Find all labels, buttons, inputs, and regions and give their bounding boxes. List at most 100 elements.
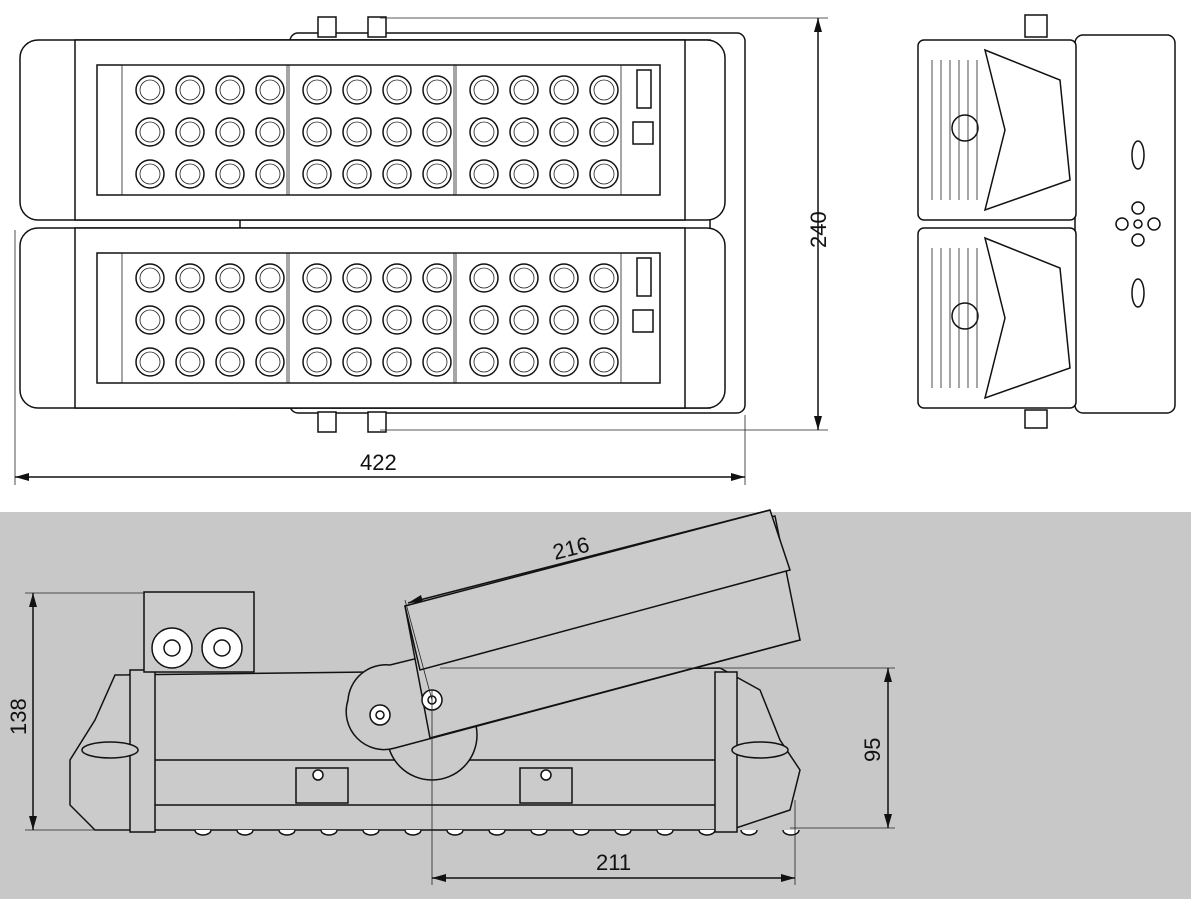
dimension-label-95: 95 bbox=[860, 738, 885, 762]
led-bump bbox=[740, 829, 758, 836]
led-group bbox=[288, 252, 455, 384]
led-lens-inner bbox=[386, 121, 408, 143]
led-lens-inner bbox=[139, 267, 161, 289]
led-bump bbox=[362, 829, 380, 836]
led-lens-inner bbox=[346, 351, 368, 373]
led-lens-inner bbox=[259, 309, 281, 331]
led-bump bbox=[698, 829, 716, 836]
dimension-label-height: 240 bbox=[806, 211, 831, 248]
led-bump bbox=[488, 829, 506, 836]
led-lens-inner bbox=[306, 79, 328, 101]
led-lens-inner bbox=[179, 309, 201, 331]
led-lens-inner bbox=[219, 309, 241, 331]
led-lens-inner bbox=[386, 79, 408, 101]
led-lens-inner bbox=[593, 163, 615, 185]
led-bump bbox=[320, 829, 338, 836]
led-group bbox=[455, 252, 622, 384]
led-lens-inner bbox=[426, 163, 448, 185]
led-lens-inner bbox=[473, 121, 495, 143]
led-lens-inner bbox=[553, 79, 575, 101]
led-lens-inner bbox=[139, 351, 161, 373]
led-lens-inner bbox=[259, 351, 281, 373]
led-lens-inner bbox=[426, 351, 448, 373]
led-lens-inner bbox=[259, 267, 281, 289]
led-group bbox=[288, 64, 455, 196]
led-lens-inner bbox=[386, 163, 408, 185]
led-group bbox=[121, 252, 288, 384]
end-view bbox=[917, 14, 1176, 429]
led-lens-inner bbox=[306, 351, 328, 373]
led-lens-inner bbox=[139, 79, 161, 101]
led-bump bbox=[446, 829, 464, 836]
dimension-label-211: 211 bbox=[596, 850, 631, 875]
led-lens-inner bbox=[513, 121, 535, 143]
led-lens-inner bbox=[179, 121, 201, 143]
led-lens-inner bbox=[426, 309, 448, 331]
end-logo bbox=[951, 302, 979, 330]
label-plate bbox=[636, 69, 652, 109]
led-lens-inner bbox=[306, 163, 328, 185]
led-bump bbox=[236, 829, 254, 836]
led-lens-inner bbox=[513, 79, 535, 101]
led-group bbox=[121, 64, 288, 196]
led-lens-inner bbox=[179, 163, 201, 185]
led-lens-inner bbox=[553, 351, 575, 373]
led-lens-inner bbox=[306, 121, 328, 143]
led-lens-inner bbox=[426, 79, 448, 101]
led-lens-inner bbox=[219, 121, 241, 143]
led-lens-inner bbox=[139, 163, 161, 185]
label-plate bbox=[636, 257, 652, 297]
led-lens-inner bbox=[306, 267, 328, 289]
side-view: 138 216 95 211 bbox=[6, 509, 895, 885]
led-lens-inner bbox=[139, 309, 161, 331]
led-lens-inner bbox=[426, 121, 448, 143]
led-lens-inner bbox=[179, 351, 201, 373]
dimension-width: 422 bbox=[14, 230, 746, 485]
led-bump bbox=[572, 829, 590, 836]
led-lens-inner bbox=[219, 163, 241, 185]
dimension-label-width: 422 bbox=[360, 450, 397, 475]
led-lens-inner bbox=[346, 309, 368, 331]
led-lens-inner bbox=[513, 267, 535, 289]
led-lens-inner bbox=[259, 163, 281, 185]
dimension-label-138: 138 bbox=[6, 698, 31, 735]
led-lens-inner bbox=[553, 163, 575, 185]
led-lens-inner bbox=[593, 121, 615, 143]
end-bracket bbox=[983, 236, 1071, 400]
led-lens-inner bbox=[346, 163, 368, 185]
led-lens-inner bbox=[346, 79, 368, 101]
end-bracket bbox=[983, 48, 1071, 212]
led-lens-inner bbox=[179, 267, 201, 289]
led-lens-inner bbox=[426, 267, 448, 289]
led-lens-inner bbox=[346, 121, 368, 143]
led-lens-inner bbox=[473, 309, 495, 331]
led-bump bbox=[404, 829, 422, 836]
led-lens-inner bbox=[473, 351, 495, 373]
led-lens-inner bbox=[473, 79, 495, 101]
led-lens-inner bbox=[306, 309, 328, 331]
led-lens-inner bbox=[259, 79, 281, 101]
led-lens-inner bbox=[593, 309, 615, 331]
top-view: 422 240 bbox=[14, 16, 831, 485]
led-group bbox=[455, 64, 622, 196]
led-lens-inner bbox=[219, 351, 241, 373]
led-lens-inner bbox=[179, 79, 201, 101]
led-bump bbox=[278, 829, 296, 836]
led-lens-inner bbox=[386, 351, 408, 373]
led-lens-inner bbox=[219, 79, 241, 101]
logo-plate bbox=[632, 121, 654, 145]
dimension-height: 240 bbox=[380, 17, 831, 431]
end-logo bbox=[951, 114, 979, 142]
led-bump bbox=[656, 829, 674, 836]
top-bolts bbox=[317, 16, 387, 433]
led-bump bbox=[614, 829, 632, 836]
led-lens-inner bbox=[513, 163, 535, 185]
led-lens-inner bbox=[346, 267, 368, 289]
logo-plate bbox=[632, 309, 654, 333]
led-bump bbox=[530, 829, 548, 836]
led-lens-inner bbox=[473, 163, 495, 185]
led-lens-inner bbox=[513, 309, 535, 331]
led-lens-inner bbox=[386, 267, 408, 289]
led-lens-inner bbox=[553, 267, 575, 289]
